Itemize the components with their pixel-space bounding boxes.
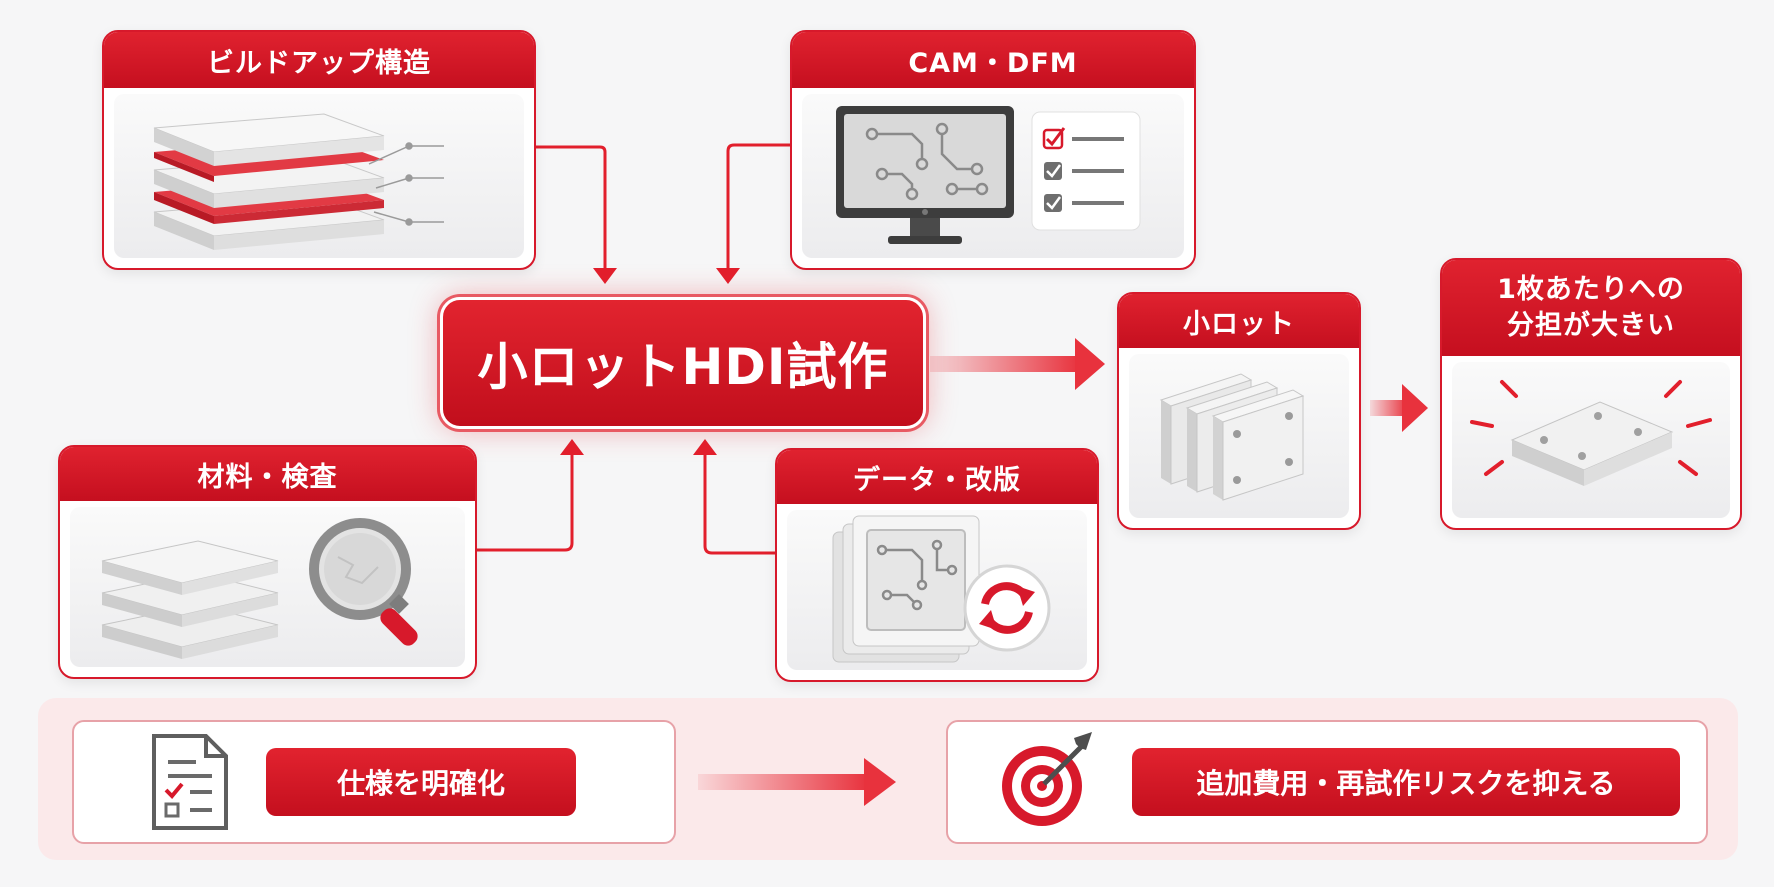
card-buildup-body (114, 94, 524, 258)
card-data-title: データ・改版 (777, 450, 1097, 504)
layer-stack-icon (153, 113, 444, 250)
card-cost-title-line2: 分担が大きい (1507, 310, 1675, 341)
target-icon (1002, 732, 1092, 826)
spec-document-icon (152, 734, 228, 830)
arrow-smalllot-to-cost (1370, 400, 1408, 416)
board-single-icon (1470, 380, 1712, 486)
card-small-lot: 小ロット (1117, 292, 1361, 530)
bottom-left-box: 仕様を明確化 (72, 720, 676, 844)
circuit-document-icon (832, 515, 980, 663)
arrow-buildup-to-center (534, 145, 607, 268)
card-material-inspection: 材料・検査 (58, 445, 477, 679)
card-buildup-title: ビルドアップ構造 (104, 32, 534, 88)
refresh-icon (963, 564, 1051, 652)
arrow-data-to-center (703, 455, 775, 555)
arrow-material-to-center (475, 455, 574, 552)
card-cam-dfm-body (802, 94, 1184, 258)
magnifier-icon (309, 518, 418, 646)
arrow-spec-to-risk (698, 758, 896, 806)
board-plates-icon (1159, 373, 1305, 501)
monitor-circuit-icon (836, 106, 1014, 244)
spec-clarify-label: 仕様を明確化 (266, 748, 576, 816)
card-cam-dfm-title: CAM・DFM (792, 32, 1194, 88)
center-node: 小ロットHDI試作 (440, 297, 926, 429)
card-data-body (787, 510, 1087, 670)
checklist-icon (1031, 111, 1141, 231)
card-cost-title: 1枚あたりへの 分担が大きい (1442, 260, 1740, 356)
card-data-revision: データ・改版 (775, 448, 1099, 682)
material-sheets-icon (101, 540, 279, 659)
card-cost-body (1452, 362, 1730, 518)
card-buildup: ビルドアップ構造 (102, 30, 536, 270)
center-node-label: 小ロットHDI試作 (477, 338, 889, 396)
card-small-lot-title: 小ロット (1119, 294, 1359, 348)
card-cost-title-line1: 1枚あたりへの (1497, 274, 1685, 305)
card-material-title: 材料・検査 (60, 447, 475, 501)
arrow-cam-to-center (726, 143, 790, 268)
arrow-head (593, 268, 617, 284)
arrow-center-to-smalllot (930, 356, 1080, 372)
bottom-right-box: 追加費用・再試作リスクを抑える (946, 720, 1708, 844)
card-material-body (70, 507, 465, 667)
risk-reduce-label: 追加費用・再試作リスクを抑える (1132, 748, 1680, 816)
card-cam-dfm: CAM・DFM (790, 30, 1196, 270)
card-small-lot-body (1129, 354, 1349, 518)
card-cost-burden: 1枚あたりへの 分担が大きい (1440, 258, 1742, 530)
